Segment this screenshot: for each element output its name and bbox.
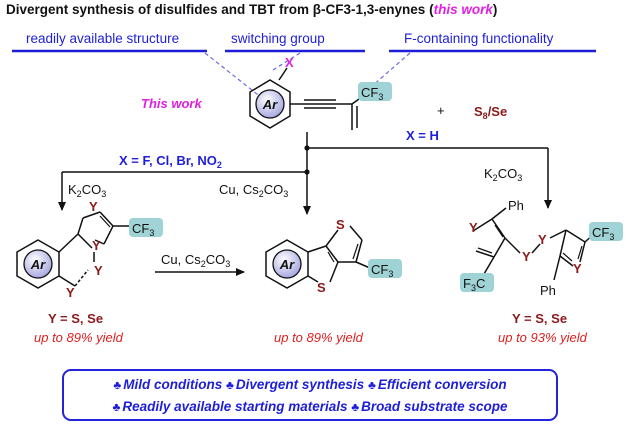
pointer-mid (272, 52, 301, 71)
substituent-x: X (285, 55, 294, 70)
svg-text:Y: Y (522, 249, 531, 264)
svg-text:Y: Y (92, 238, 101, 253)
club-icon: ♣ (367, 378, 376, 392)
pointer-right (371, 52, 411, 87)
aryl-ring-icon (255, 89, 285, 119)
advantage-efficient: Efficient conversion (377, 377, 507, 392)
reagent-cu-cs2co3-mid: Cu, Cs2CO3 (219, 182, 288, 199)
pointer-left (204, 52, 263, 99)
svg-text:CF3: CF3 (592, 225, 614, 242)
svg-text:Y: Y (538, 232, 547, 247)
product-right-disulfide: Y Ph Y Y F3C Y CF3 Ph (460, 198, 623, 298)
right-product-yield: up to 93% yield (498, 330, 588, 345)
aryl-ring-icon (23, 249, 53, 279)
left-product-yield: up to 89% yield (34, 330, 124, 345)
branch-arrows (58, 132, 552, 215)
middle-product-yield: up to 89% yield (274, 330, 364, 345)
reagent-cu-cs2co3-bottom: Cu, Cs2CO3 (161, 252, 230, 269)
club-icon: ♣ (226, 378, 234, 392)
condition-x-halogens: X = F, Cl, Br, NO2 (119, 153, 222, 170)
product-left-fused: Ar Y Y Y Y CF3 (16, 199, 163, 300)
condition-x-h: X = H (406, 128, 439, 143)
advantages-row-1: ♣Mild conditions ♣Divergent synthesis ♣E… (64, 374, 556, 396)
advantage-readily: Readily available starting materials (122, 399, 348, 414)
svg-text:S: S (317, 280, 326, 295)
svg-text:Y: Y (66, 285, 75, 300)
reagent-k2co3-right: K2CO3 (484, 166, 522, 183)
club-icon: ♣ (113, 378, 122, 392)
scheme-title: Divergent synthesis of disulfides and TB… (6, 2, 497, 17)
this-work-label: This work (141, 96, 202, 111)
svg-text:S: S (336, 217, 345, 232)
plus-sign: + (437, 103, 445, 118)
svg-text:Ar: Ar (30, 257, 46, 272)
svg-text:Y: Y (94, 263, 103, 278)
club-icon: ♣ (351, 400, 360, 414)
svg-text:CF3: CF3 (132, 221, 154, 238)
advantages-box: ♣Mild conditions ♣Divergent synthesis ♣E… (62, 369, 558, 421)
feature-switching-group: switching group (231, 31, 325, 46)
advantage-mild: Mild conditions (123, 377, 223, 392)
svg-text:Ar: Ar (279, 257, 295, 272)
aryl-ring-icon (272, 249, 302, 279)
advantages-row-2: ♣Readily available starting materials ♣B… (64, 396, 556, 418)
svg-text:Ph: Ph (540, 283, 556, 298)
svg-text:CF3: CF3 (371, 262, 393, 279)
advantage-broad: Broad substrate scope (361, 399, 508, 414)
club-icon: ♣ (112, 400, 121, 414)
svg-text:Ph: Ph (508, 198, 524, 213)
svg-text:CF3: CF3 (361, 85, 383, 102)
reagent-k2co3-left: K2CO3 (68, 182, 106, 199)
sulfur-selenium-reagent: S8/Se (474, 104, 507, 121)
svg-text:Y: Y (469, 220, 478, 235)
product-middle-tbt: Ar S S CF3 (265, 217, 402, 295)
right-product-y: Y = S, Se (512, 311, 567, 326)
starting-enyne: Ar X CF3 (249, 55, 392, 130)
svg-text:F3C: F3C (463, 276, 485, 293)
left-product-y: Y = S, Se (48, 311, 103, 326)
feature-readily-available: readily available structure (26, 31, 179, 46)
svg-text:Ar: Ar (262, 97, 278, 112)
svg-text:Y: Y (573, 261, 582, 276)
svg-text:Y: Y (89, 199, 98, 214)
feature-f-containing: F-containing functionality (404, 31, 554, 46)
advantage-divergent: Divergent synthesis (235, 377, 365, 392)
